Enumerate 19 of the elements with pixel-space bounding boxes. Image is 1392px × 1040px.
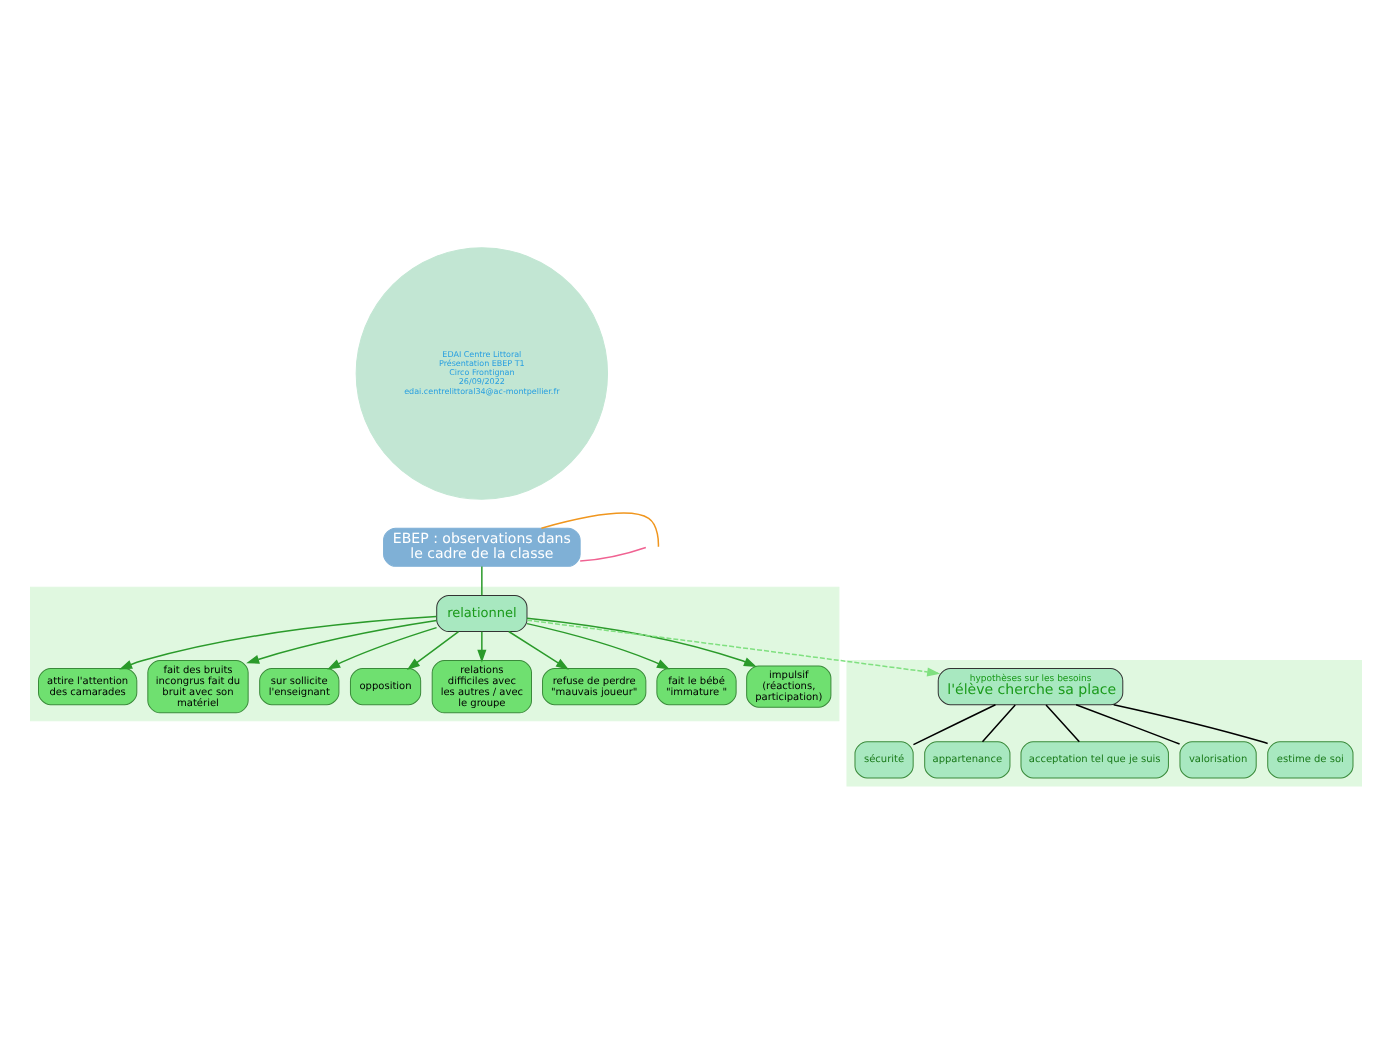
arrow — [526, 616, 757, 666]
arrow — [526, 618, 941, 676]
arrow — [327, 625, 438, 669]
connector — [912, 703, 997, 745]
arrow — [246, 618, 438, 663]
cluster — [30, 585, 840, 721]
arrow — [477, 629, 487, 662]
connector — [540, 511, 660, 547]
connector — [481, 564, 483, 596]
arrow — [526, 621, 670, 669]
arrow — [406, 629, 460, 669]
connector — [579, 545, 647, 561]
connector — [1075, 703, 1181, 744]
cluster — [846, 659, 1362, 786]
connector — [981, 703, 1016, 742]
arrow — [508, 629, 570, 669]
arrow — [119, 614, 438, 669]
connector — [1045, 703, 1081, 742]
connector — [1112, 703, 1269, 744]
